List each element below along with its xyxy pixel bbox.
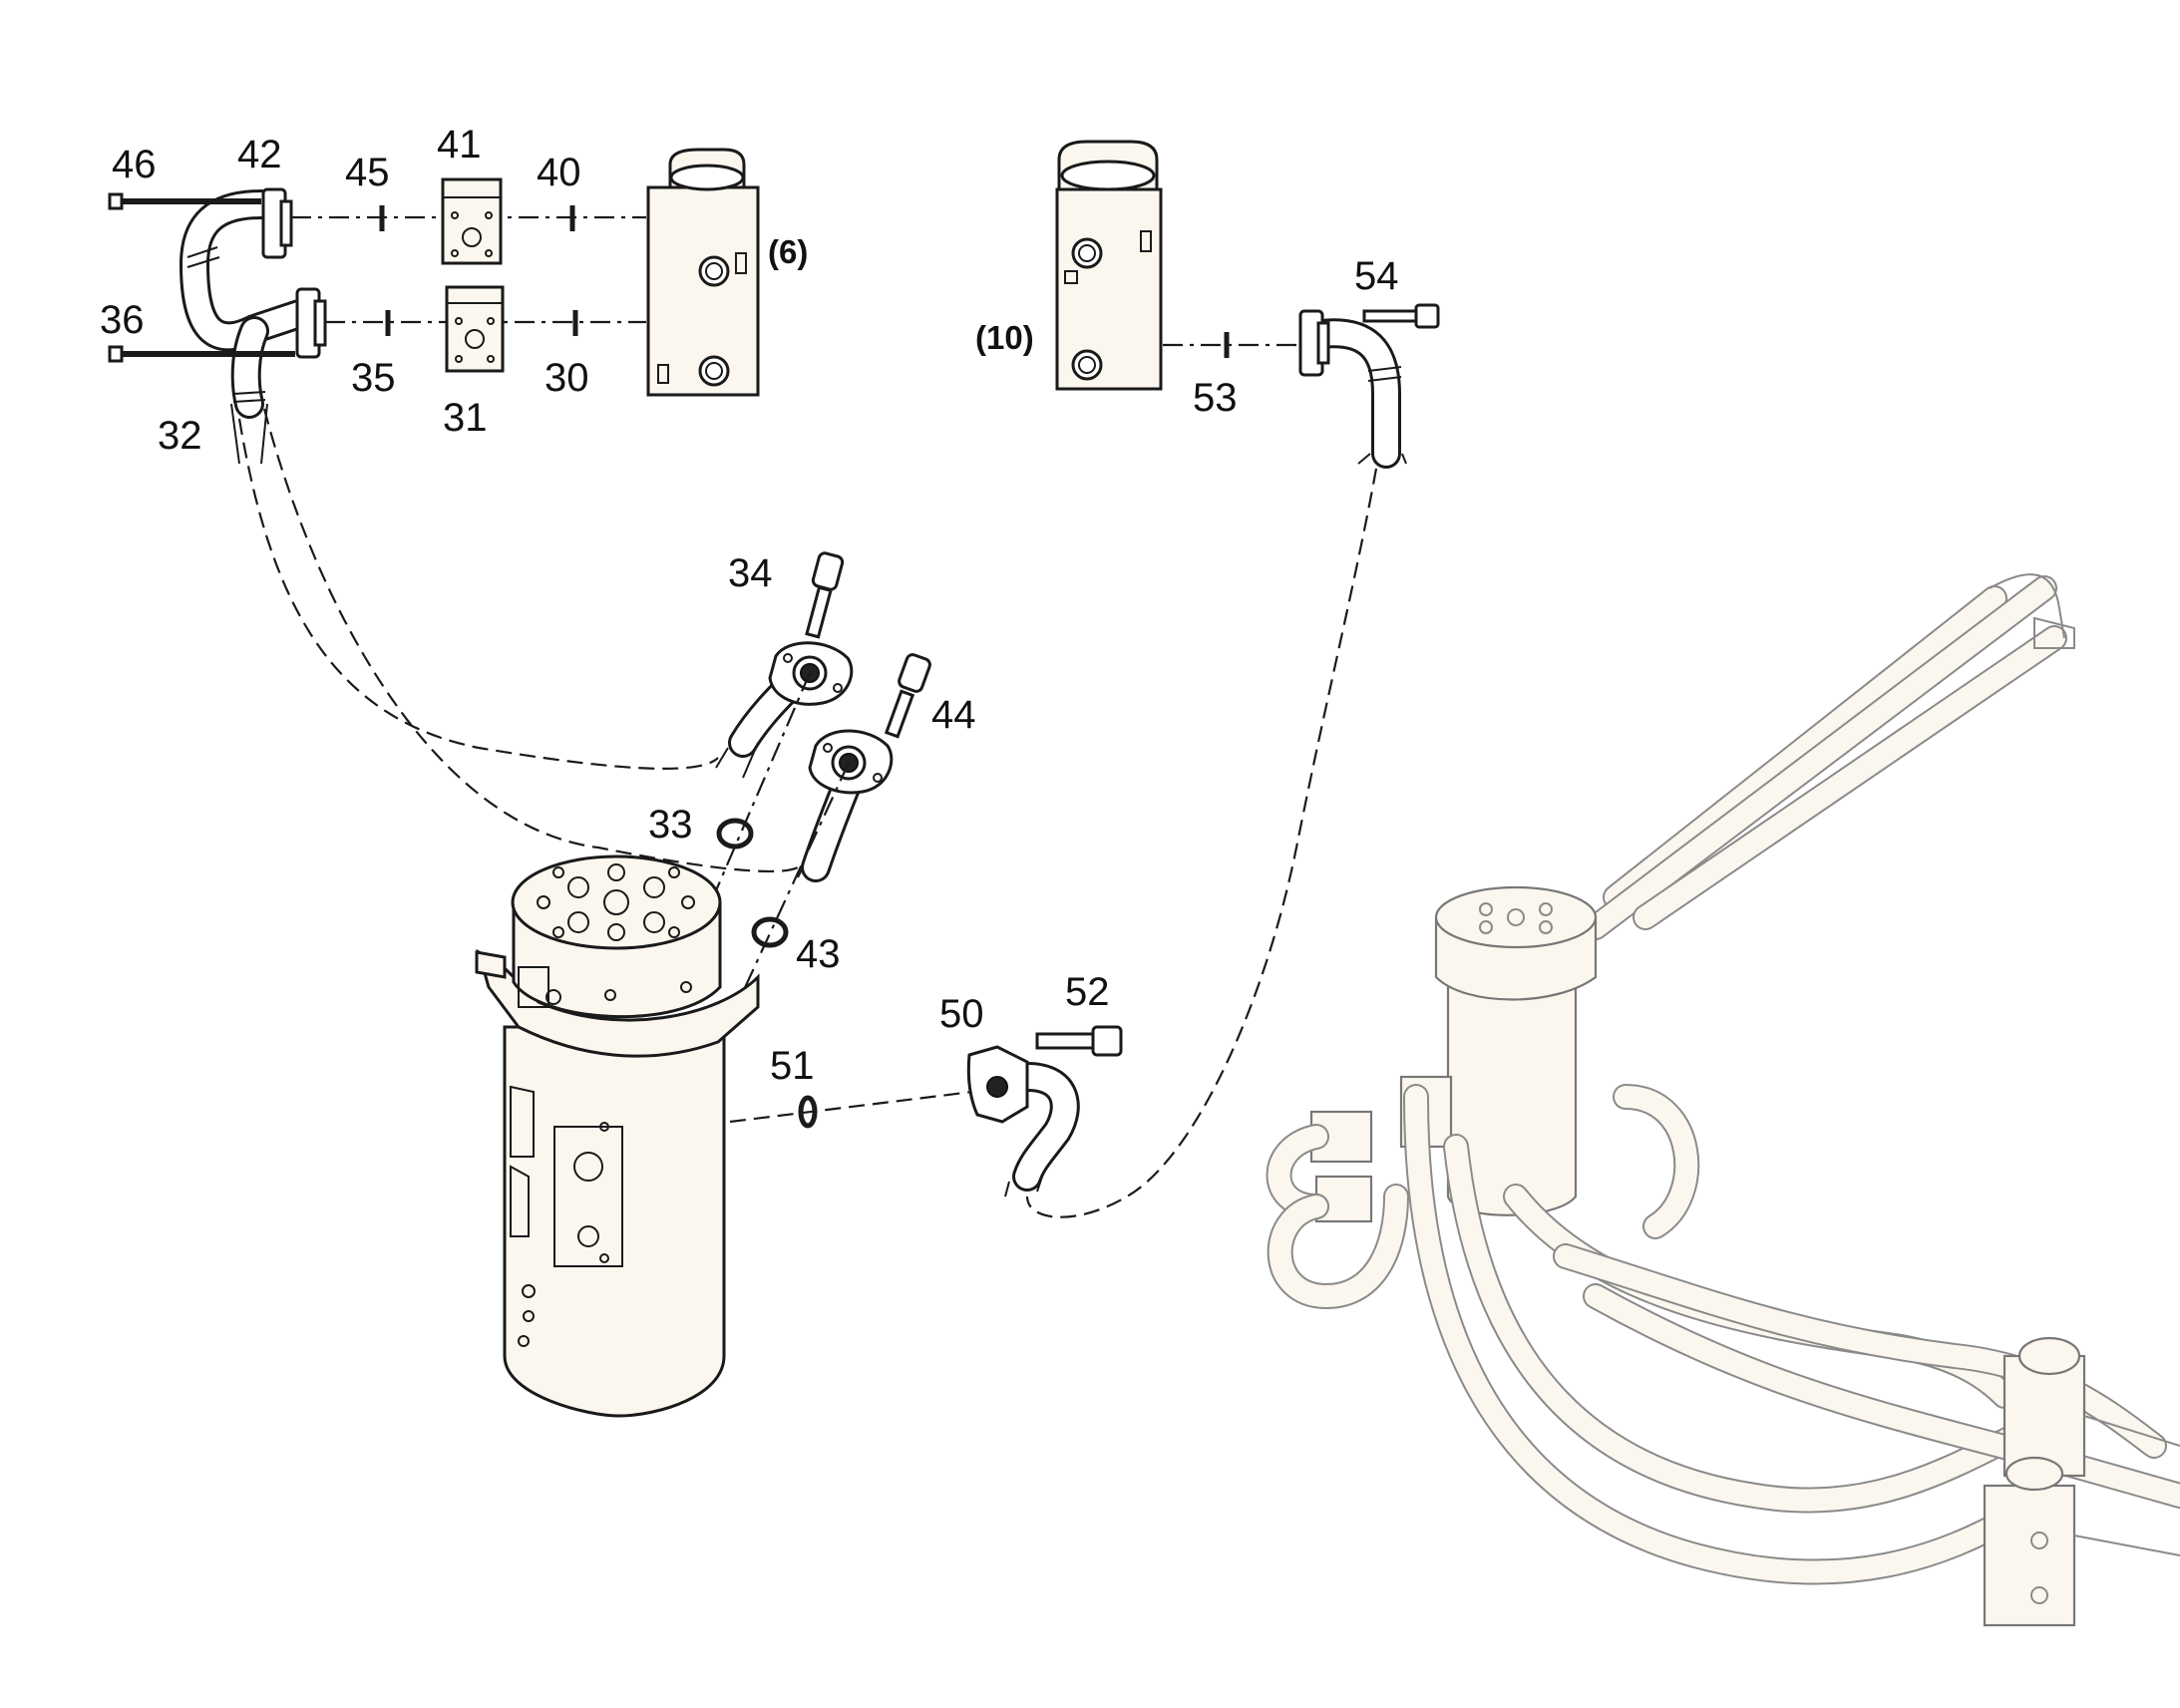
label-43: 43: [796, 932, 841, 976]
part-labels: 46 42 45 41 40 36 35 31 30 32 (6) (10) 5…: [100, 123, 1399, 1088]
component-6: [646, 148, 760, 397]
overview-assembly-illustration: [1266, 573, 2180, 1627]
label-50: 50: [939, 992, 984, 1036]
label-33: 33: [648, 803, 693, 847]
label-35: 35: [351, 356, 396, 400]
label-51: 51: [770, 1044, 815, 1088]
o-ring-33: [716, 818, 754, 850]
label-53: 53: [1193, 376, 1238, 420]
label-30: 30: [545, 356, 589, 400]
o-ring-43: [751, 916, 789, 948]
label-ref-10: (10): [975, 319, 1034, 356]
label-31: 31: [443, 396, 488, 440]
rotary-swivel-joint: [475, 854, 760, 1418]
label-40: 40: [537, 151, 581, 194]
adapter-block-31: [445, 285, 505, 373]
label-ref-6: (6): [768, 233, 808, 270]
label-32: 32: [158, 414, 202, 458]
elbow-fitting-50: [966, 1025, 1123, 1197]
component-10: [1055, 140, 1163, 391]
flange-42: [108, 187, 293, 259]
label-42: 42: [237, 133, 282, 176]
label-34: 34: [728, 551, 773, 595]
label-44: 44: [931, 693, 976, 737]
label-54: 54: [1354, 254, 1399, 298]
hose-assembly-53-54: [1298, 303, 1440, 469]
label-46: 46: [112, 143, 157, 186]
label-41: 41: [437, 123, 482, 167]
label-52: 52: [1065, 970, 1110, 1014]
hose-flange-44: [797, 653, 931, 882]
flange-36: [108, 287, 327, 363]
label-36: 36: [100, 298, 145, 342]
adapter-block-41: [441, 177, 503, 265]
label-45: 45: [345, 151, 390, 194]
